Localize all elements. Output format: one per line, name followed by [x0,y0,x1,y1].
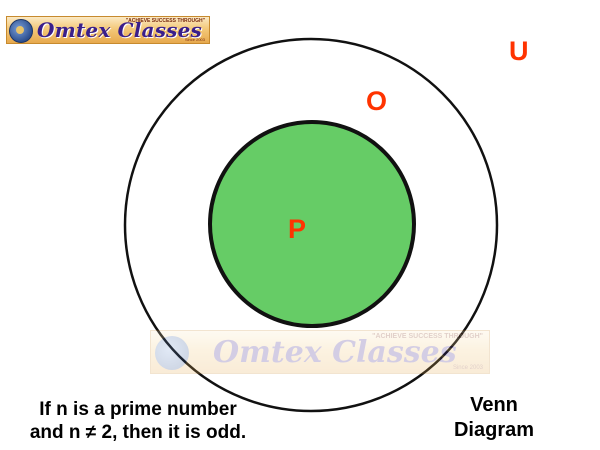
statement-line-1: If n is a prime number [39,399,237,420]
watermark-since: Since 2003 [452,365,483,371]
universal-set-label: U [509,36,529,66]
logo-since: Since 2003 [184,37,205,42]
outer-set-circle [123,37,499,413]
watermark-tagline: "ACHIEVE SUCCESS THROUGH" [372,333,483,340]
outer-set-label: O [366,86,387,116]
watermark-seal-icon [155,336,189,370]
diagram-title-line-2: Diagram [453,419,535,441]
logo-brand-text: Omtex Classes [37,18,203,42]
watermark-brand-text: Omtex Classes [213,335,457,370]
statement-caption: If n is a prime number and n ≠ 2, then i… [2,398,274,444]
inner-set-label: P [288,214,306,244]
omtex-logo: Omtex Classes "ACHIEVE SUCCESS THROUGH" … [6,16,210,44]
diagram-title-line-1: Venn [470,394,518,416]
diagram-title: Venn Diagram [434,393,554,443]
omtex-watermark: Omtex Classes "ACHIEVE SUCCESS THROUGH" … [150,330,490,374]
statement-line-2: and n ≠ 2, then it is odd. [29,422,247,443]
logo-tagline: "ACHIEVE SUCCESS THROUGH" [125,18,205,24]
inner-set-circle [208,120,416,328]
logo-seal-icon [9,19,33,43]
